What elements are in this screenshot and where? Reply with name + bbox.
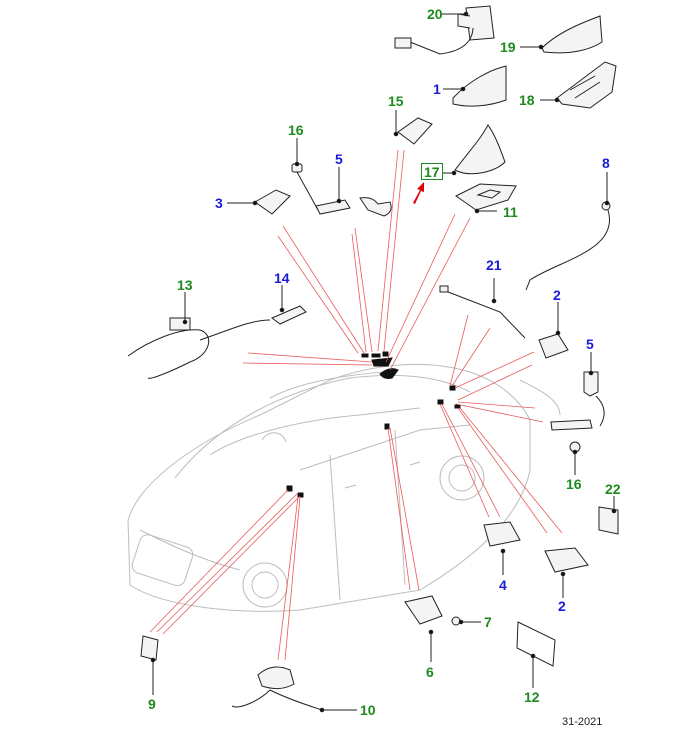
part-2-control-module-upper: [538, 333, 569, 359]
part-11-gasket: [455, 183, 517, 211]
callout-21[interactable]: 21: [486, 257, 502, 273]
callout-5-right[interactable]: 5: [586, 336, 594, 352]
callout-14[interactable]: 14: [274, 270, 290, 286]
part-17-shark-fin: [454, 124, 506, 175]
callout-4[interactable]: 4: [499, 577, 507, 593]
part-16-bracket-right: [550, 419, 593, 453]
part-13-harness: [127, 317, 271, 379]
callout-8[interactable]: 8: [602, 155, 610, 171]
part-3-bracket-module: [254, 189, 291, 215]
highlight-arrow-icon: [413, 182, 424, 204]
parts-drawings: [127, 5, 619, 711]
part-21-lead: [439, 285, 526, 339]
callout-15[interactable]: 15: [388, 93, 404, 109]
part-22-module: [598, 506, 619, 535]
part-14-harness-module: [271, 305, 307, 325]
callout-20[interactable]: 20: [427, 6, 443, 22]
callout-leaders: [150, 11, 617, 713]
callout-9[interactable]: 9: [148, 696, 156, 712]
part-6-module-bracket: [404, 595, 443, 625]
part-9-windshield-module: [140, 635, 159, 661]
callout-16-right[interactable]: 16: [566, 476, 582, 492]
callout-3[interactable]: 3: [215, 195, 223, 211]
callout-6[interactable]: 6: [426, 664, 434, 680]
part-19-shark-fin-cover: [541, 15, 603, 54]
roof-mount-points: [286, 351, 461, 498]
callout-10[interactable]: 10: [360, 702, 376, 718]
part-10-gps-antenna: [231, 666, 323, 711]
part-5-amplifier-right: [583, 371, 605, 427]
diagram-reference-code: 31-2021: [562, 716, 603, 728]
callout-2-upper[interactable]: 2: [553, 287, 561, 303]
part-2-control-module-lower: [544, 547, 589, 573]
vehicle-outline: [127, 363, 561, 612]
leader-lines: [149, 149, 563, 661]
callout-13[interactable]: 13: [177, 277, 193, 293]
callout-19[interactable]: 19: [500, 39, 516, 55]
callout-16-top[interactable]: 16: [288, 122, 304, 138]
part-5-amplifier: [315, 197, 392, 217]
callout-2-lower[interactable]: 2: [558, 598, 566, 614]
part-20-connector: [394, 5, 495, 55]
callout-12[interactable]: 12: [524, 689, 540, 705]
callout-18[interactable]: 18: [519, 92, 535, 108]
part-4-module: [483, 521, 521, 547]
part-7-nut: [451, 616, 461, 626]
part-1-roof-antenna-cover: [452, 65, 507, 107]
callout-7[interactable]: 7: [484, 614, 492, 630]
part-12-pad: [516, 621, 556, 667]
callout-17-highlighted[interactable]: 17: [421, 163, 443, 180]
callout-11[interactable]: 11: [503, 204, 518, 220]
part-18-antenna-base: [556, 61, 617, 109]
callout-1[interactable]: 1: [433, 81, 441, 97]
part-8-cable: [525, 201, 611, 291]
callout-5-top[interactable]: 5: [335, 151, 343, 167]
callout-22[interactable]: 22: [605, 481, 621, 497]
part-16-screw: [291, 163, 319, 211]
part-15-bracket: [397, 117, 433, 145]
